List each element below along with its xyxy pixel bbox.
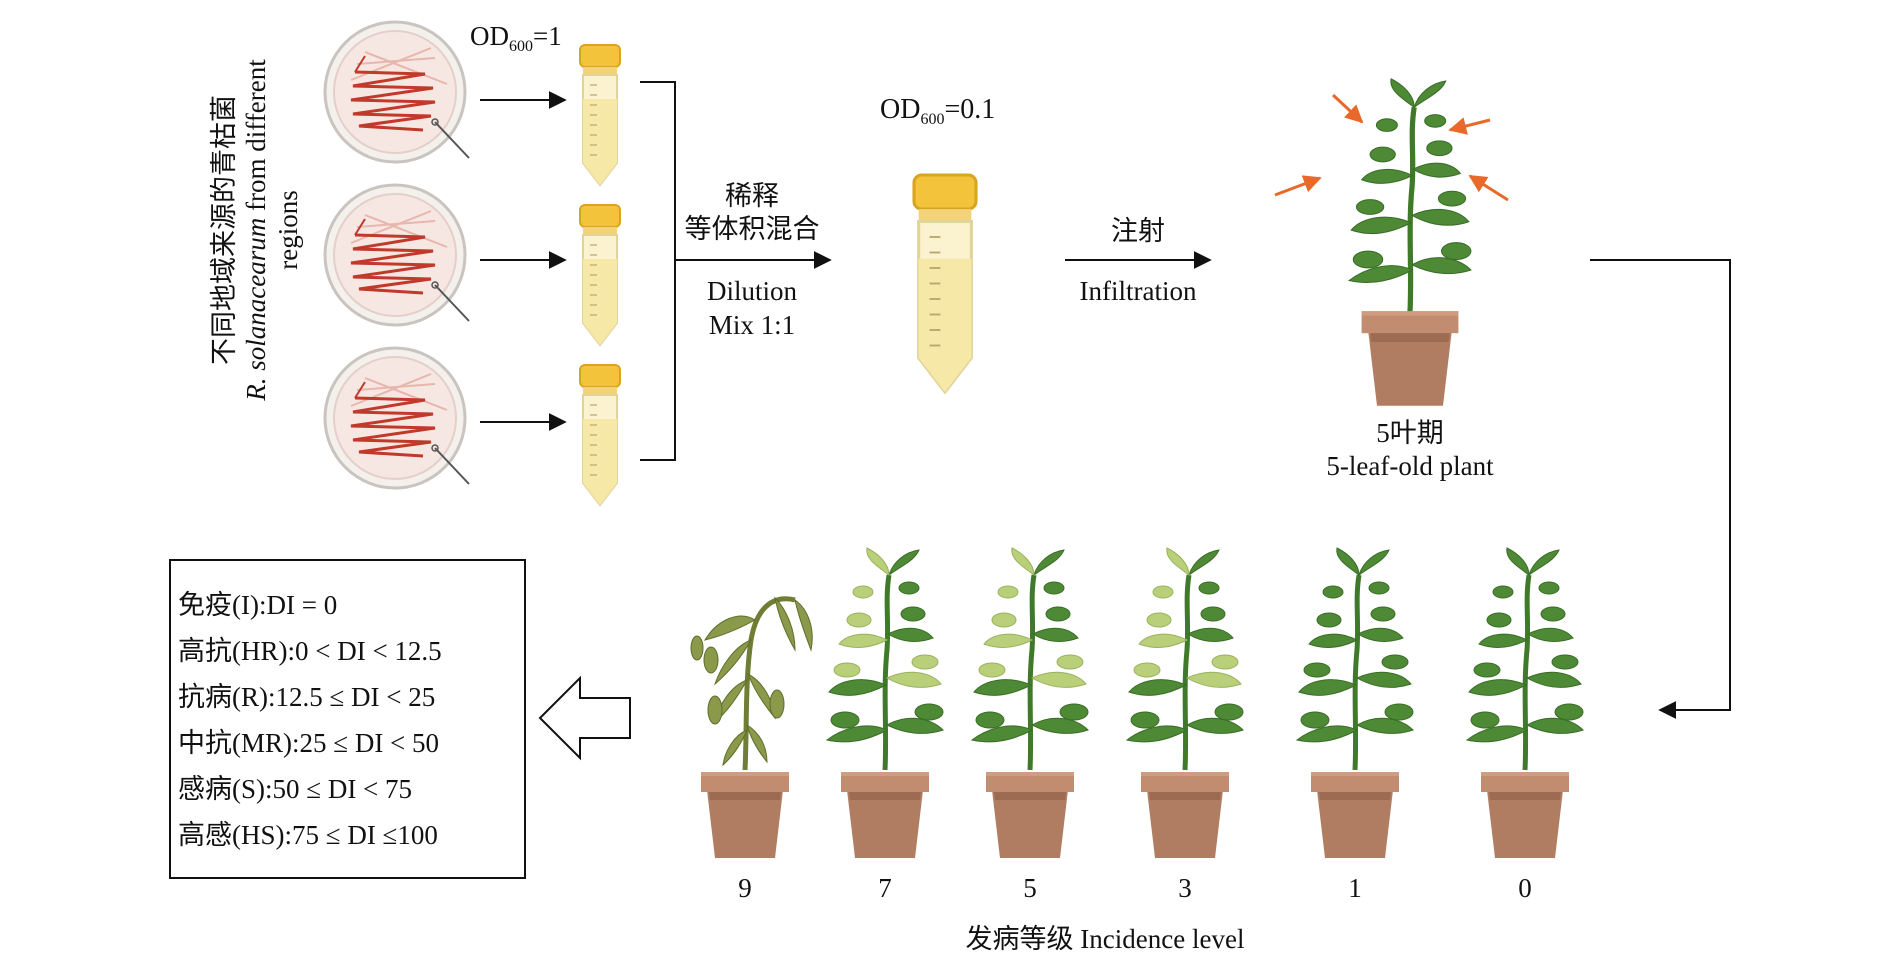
incidence-level-3: 3 [1178,873,1192,903]
legend-highly-susceptible: 高感(HS):75 ≤ DI ≤100 [178,820,438,850]
tube-od1-2 [579,204,621,346]
legend-immune: 免疫(I):DI = 0 [178,590,337,620]
legend-resistant: 抗病(R):12.5 ≤ DI < 25 [178,682,435,712]
tube-od1-3 [579,364,621,506]
plant-stage-cn: 5叶期 [1376,418,1444,448]
infiltrated-plant-pot [1361,311,1459,406]
petri-dish-2 [323,183,471,327]
incidence-level-9: 9 [738,873,752,903]
legend-highly-resistant: 高抗(HR):0 < DI < 12.5 [178,636,442,666]
od-high-label: OD600=1 [470,21,562,55]
petri-dish-3 [323,346,471,490]
source-label-en: R. solanacearum from different [241,59,271,402]
infiltration-cn: 注射 [1111,216,1165,246]
legend-moderately-resistant: 中抗(MR):25 ≤ DI < 50 [178,728,439,758]
hollow-arrow-to-legend [538,675,631,761]
incidence-level-7: 7 [878,873,892,903]
incidence-level-1: 1 [1348,873,1362,903]
infiltrated-plant [1349,79,1471,312]
incidence-plants [691,548,1583,858]
bacteria-source-label: 不同地域来源的青枯菌 R. solanacearum from differen… [209,59,303,402]
source-label-en-2: regions [273,190,303,269]
tube-od1-1 [579,44,621,186]
dilution-cn-2: 等体积混合 [685,214,820,244]
injection-arrows [1274,93,1509,202]
incidence-axis-label: 发病等级 Incidence level [966,924,1245,954]
source-label-cn: 不同地域来源的青枯菌 [209,95,239,365]
merge-bracket [640,81,676,461]
plant-stage-en: 5-leaf-old plant [1326,451,1494,481]
dilution-en-2: Mix 1:1 [709,310,795,340]
petri-dish-1 [323,20,471,164]
od-low-label: OD600=0.1 [880,94,995,128]
infiltration-en: Infiltration [1080,276,1197,306]
arrow-to-incidence [1590,259,1731,719]
legend-susceptible: 感病(S):50 ≤ DI < 75 [178,774,412,804]
tube-od0.1 [912,173,978,394]
incidence-level-0: 0 [1518,873,1532,903]
dilution-en-1: Dilution [707,276,798,306]
incidence-level-5: 5 [1023,873,1037,903]
resistance-legend-box [169,559,526,879]
dilution-cn-1: 稀释 [725,181,779,211]
